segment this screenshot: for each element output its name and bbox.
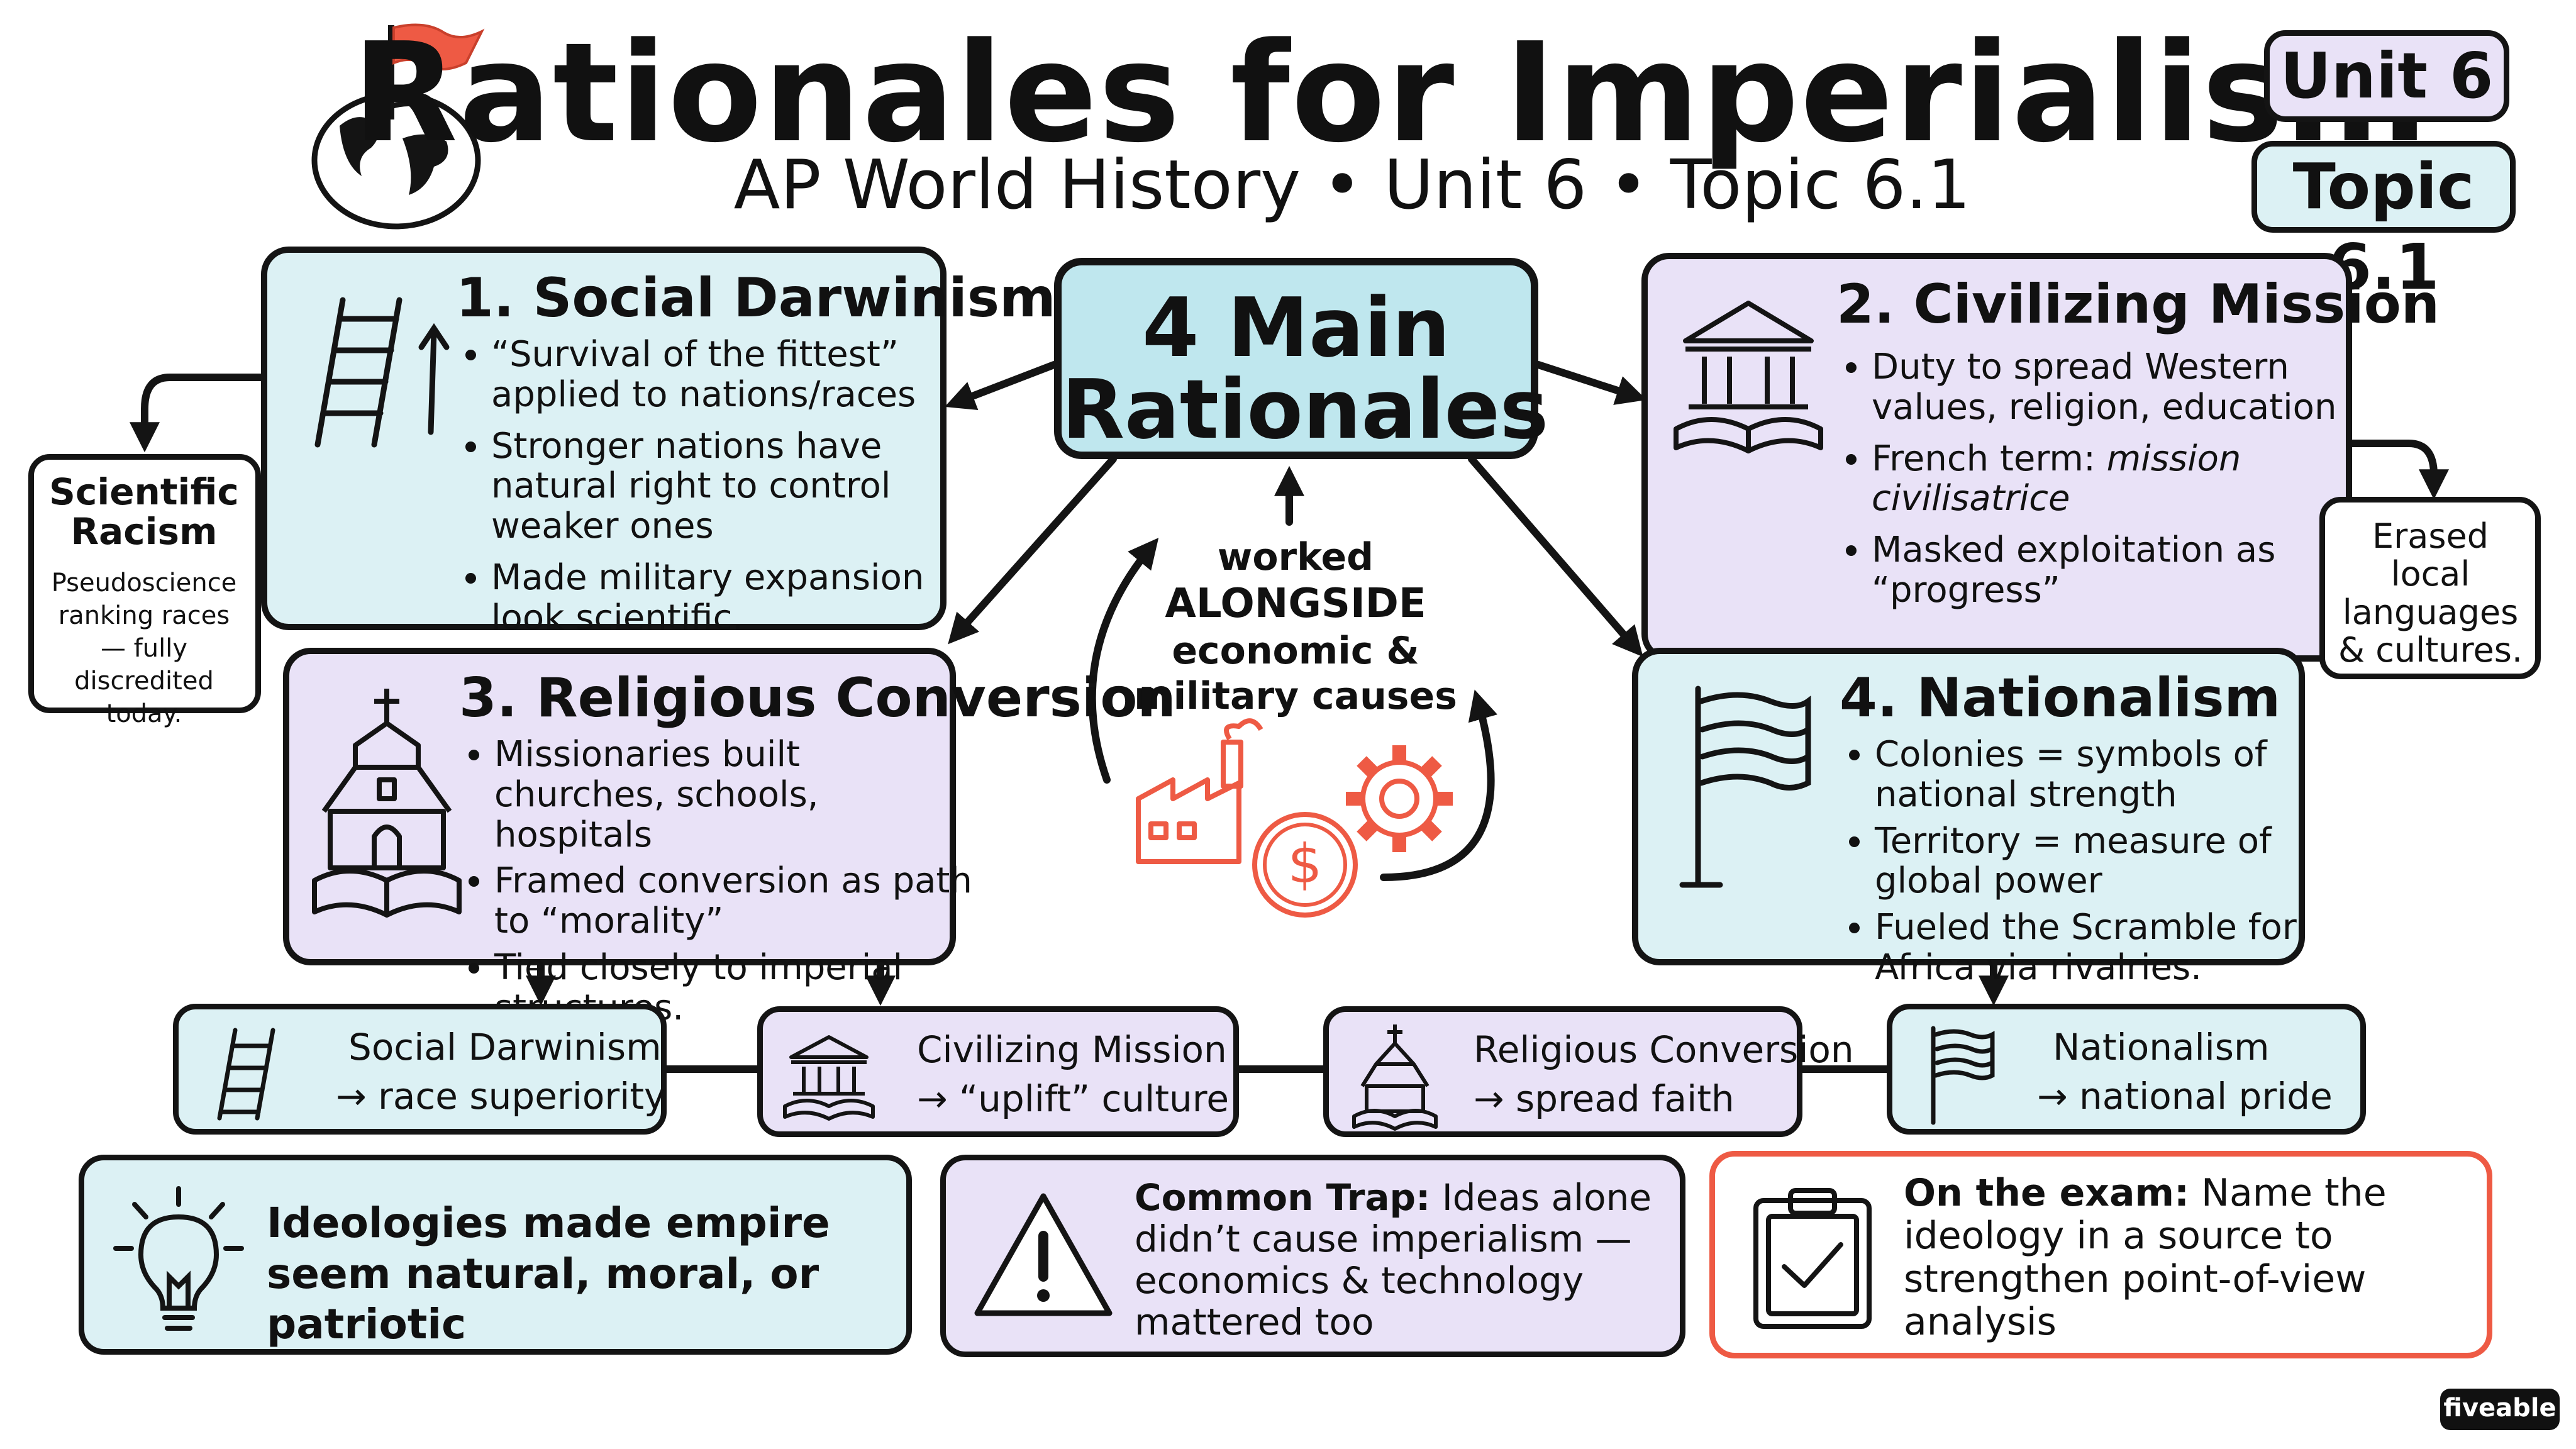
note-text: Pseudoscience ranking races — fully disc…	[51, 569, 237, 728]
summary-label: Nationalism	[2053, 1026, 2270, 1069]
card-civilizing-mission: 2. Civilizing Mission Duty to spread Wes…	[1641, 253, 2440, 662]
summary-detail: → “uplift” culture	[917, 1077, 1230, 1120]
bullet-list: Missionaries built churches, schools, ho…	[459, 734, 972, 1035]
note-erased-cultures: Erased local languages & cultures.	[2319, 497, 2541, 679]
ladder-icon	[314, 297, 450, 448]
topic-badge: Topic 6.1	[2251, 141, 2516, 304]
card-social-darwinism: 1. Social Darwinism “Survival of the fit…	[261, 247, 1056, 638]
card-title: 1. Social Darwinism	[456, 267, 1056, 330]
warning-icon	[974, 1193, 1113, 1316]
note-scientific-racism: Scientific Racism Pseudoscience ranking …	[28, 454, 261, 728]
summary-label: Civilizing Mission	[917, 1028, 1227, 1071]
svg-text:$: $	[1288, 833, 1323, 896]
gear-icon	[1346, 745, 1453, 852]
summary-detail: → national pride	[2037, 1075, 2333, 1118]
central-node: 4 Main Rationales	[1054, 258, 1548, 459]
summary-civilizing-mission: Civilizing Mission → “uplift” culture	[757, 1006, 1239, 1137]
church-book-icon	[312, 689, 462, 918]
note-text: Erased local languages & cultures.	[2338, 516, 2523, 670]
clipboard-check-icon	[1753, 1188, 1872, 1329]
flag-icon	[1679, 686, 1811, 888]
church-book-icon	[1352, 1024, 1438, 1131]
bullet-list: “Survival of the fittest” applied to nat…	[456, 335, 931, 650]
trap-text: Common Trap: Ideas alone didn’t cause im…	[1135, 1176, 1652, 1344]
card-nationalism: 4. Nationalism Colonies = symbols of nat…	[1632, 648, 2305, 987]
exam-text: On the exam: Name the ideology in a sour…	[1904, 1171, 2387, 1345]
card-religious-conversion: 3. Religious Conversion Missionaries bui…	[283, 648, 1176, 1028]
dollar-coin-icon: $	[1252, 812, 1358, 918]
ladder-icon	[217, 1028, 275, 1121]
temple-book-icon	[783, 1035, 875, 1121]
card-title: 2. Civilizing Mission	[1836, 273, 2440, 336]
common-trap-box: Common Trap: Ideas alone didn’t cause im…	[940, 1155, 1685, 1357]
summary-label: Social Darwinism	[348, 1026, 662, 1069]
alongside-note: worked ALONGSIDE economic & military cau…	[1134, 535, 1457, 718]
page-subtitle: AP World History • Unit 6 • Topic 6.1	[733, 146, 1971, 225]
summary-nationalism: Nationalism → national pride	[1887, 1004, 2366, 1135]
fiveable-logo: fiveable	[2440, 1389, 2560, 1430]
bullet-list: Colonies = symbols of national strength …	[1840, 735, 2315, 994]
summary-detail: → race superiority	[336, 1075, 666, 1118]
temple-book-icon	[1674, 301, 1823, 453]
lightbulb-icon	[113, 1186, 244, 1331]
on-the-exam-box: On the exam: Name the ideology in a sour…	[1709, 1151, 2492, 1358]
summary-detail: → spread faith	[1474, 1077, 1735, 1120]
card-title: 4. Nationalism	[1840, 667, 2281, 730]
bullet-list: Duty to spread Western values, religion,…	[1836, 347, 2362, 622]
ideologies-text: Ideologies made empire seem natural, mor…	[267, 1199, 830, 1349]
globe-flag-icon	[311, 23, 485, 230]
page-title: Rationales for Imperialism	[352, 14, 2429, 173]
unit-badge: Unit 6	[2264, 30, 2509, 122]
note-title: Scientific Racism	[49, 470, 239, 553]
summary-religious-conversion: Religious Conversion → spread faith	[1323, 1006, 1854, 1137]
flag-icon	[1931, 1026, 1995, 1125]
factory-icon	[1136, 718, 1263, 864]
ideologies-box: Ideologies made empire seem natural, mor…	[79, 1155, 912, 1355]
summary-label: Religious Conversion	[1474, 1028, 1854, 1071]
summary-social-darwinism: Social Darwinism → race superiority	[173, 1004, 667, 1135]
card-title: 3. Religious Conversion	[459, 667, 1176, 730]
